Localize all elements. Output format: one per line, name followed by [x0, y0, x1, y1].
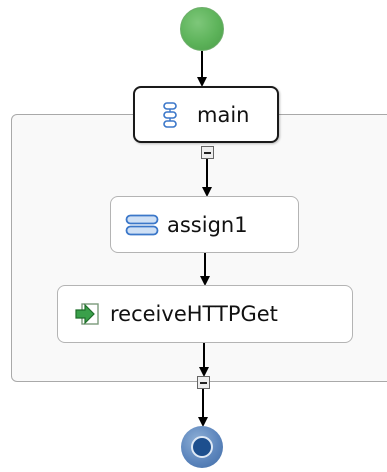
activity-main[interactable]: main: [133, 86, 279, 143]
collapse-toggle-main[interactable]: [201, 146, 214, 159]
end-node-core: [191, 436, 213, 458]
activity-assign1[interactable]: assign1: [110, 196, 299, 253]
assign-icon: [125, 214, 159, 236]
receive-icon: [74, 302, 100, 326]
start-node[interactable]: [180, 7, 224, 51]
sequence-icon: [159, 101, 181, 128]
activity-receiveHTTPGet[interactable]: receiveHTTPGet: [57, 285, 353, 343]
end-node[interactable]: [181, 426, 223, 468]
activity-assign1-label: assign1: [167, 212, 248, 237]
collapse-toggle-scope[interactable]: [197, 376, 210, 389]
activity-main-label: main: [197, 102, 250, 127]
activity-receiveHTTPGet-label: receiveHTTPGet: [110, 302, 278, 326]
